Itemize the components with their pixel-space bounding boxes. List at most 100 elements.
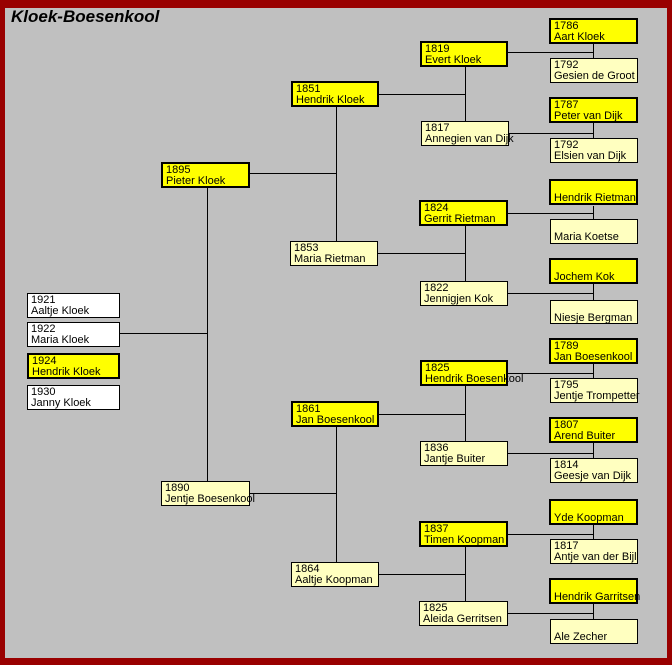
person-name: Arend Buiter: [554, 430, 616, 442]
connector-line: [379, 574, 465, 575]
person-name: Jan Boesenkool: [296, 414, 375, 426]
person-birth-year: 1895: [166, 164, 191, 176]
connector-line: [378, 253, 465, 254]
connector-line: [593, 44, 594, 58]
connector-line: [120, 333, 207, 334]
person-box-niesje-bergman[interactable]: Niesje Bergman: [550, 300, 638, 324]
person-box-ale-zecher[interactable]: Ale Zecher: [550, 619, 638, 644]
person-name: Maria Kloek: [31, 334, 90, 346]
person-name: Jentje Trompetter: [554, 390, 640, 402]
connector-line: [465, 67, 466, 121]
connector-line: [593, 443, 594, 458]
person-birth-year: 1825: [425, 362, 450, 374]
person-name: Maria Koetse: [554, 231, 619, 243]
person-name: Aleida Gerritsen: [423, 613, 502, 625]
person-name: Jochem Kok: [554, 271, 615, 283]
person-box-hendrik-rietman[interactable]: Hendrik Rietman: [549, 179, 638, 205]
person-birth-year: 1924: [32, 355, 57, 367]
connector-line: [508, 453, 593, 454]
person-birth-year: 1890: [165, 482, 190, 494]
connector-line: [593, 525, 594, 539]
person-name: Jantje Buiter: [424, 453, 486, 465]
person-birth-year: 1817: [554, 540, 579, 552]
connector-line: [508, 534, 593, 535]
person-name: Gesien de Groot: [554, 70, 635, 82]
person-name: Hendrik Boesenkool: [425, 373, 524, 385]
person-name: Annegien van Dijk: [425, 133, 514, 145]
person-name: Jentje Boesenkool: [165, 493, 255, 505]
person-birth-year: 1817: [425, 122, 450, 134]
person-name: Geesje van Dijk: [554, 470, 632, 482]
person-name: Antje van der Bijl: [554, 551, 637, 563]
connector-line: [336, 427, 337, 562]
person-birth-year: 1837: [424, 523, 449, 535]
person-name: Maria Rietman: [294, 253, 366, 265]
connector-line: [508, 373, 593, 374]
connector-line: [593, 284, 594, 300]
connector-line: [508, 293, 593, 294]
connector-line: [379, 414, 465, 415]
person-birth-year: 1824: [424, 202, 449, 214]
person-birth-year: 1814: [554, 459, 579, 471]
person-box-yde-koopman[interactable]: Yde Koopman: [549, 499, 638, 525]
person-birth-year: 1787: [554, 99, 579, 111]
person-name: Peter van Dijk: [554, 110, 623, 122]
person-box-hendrik-garritsen[interactable]: Hendrik Garritsen: [549, 578, 640, 604]
person-name: Aaltje Koopman: [295, 574, 373, 586]
connector-line: [593, 206, 594, 219]
person-name: Hendrik Kloek: [32, 366, 101, 378]
person-box-maria-koetse[interactable]: Maria Koetse: [550, 219, 638, 244]
person-name: Janny Kloek: [31, 397, 91, 409]
person-name: Aaltje Kloek: [31, 305, 90, 317]
person-box-jochem-kok[interactable]: Jochem Kok: [549, 258, 638, 284]
person-birth-year: 1792: [554, 59, 579, 71]
person-birth-year: 1786: [554, 20, 579, 32]
connector-line: [250, 173, 336, 174]
person-birth-year: 1819: [425, 43, 450, 55]
person-birth-year: 1807: [554, 419, 579, 431]
person-name: Yde Koopman: [554, 512, 624, 524]
person-birth-year: 1836: [424, 442, 449, 454]
person-birth-year: 1851: [296, 83, 321, 95]
connector-line: [336, 107, 337, 241]
connector-line: [465, 226, 466, 281]
person-name: Niesje Bergman: [554, 312, 633, 324]
person-birth-year: 1930: [31, 386, 56, 398]
person-name: Aart Kloek: [554, 31, 605, 43]
person-name: Jan Boesenkool: [554, 351, 633, 363]
person-birth-year: 1921: [31, 294, 56, 306]
connector-line: [508, 52, 593, 53]
person-name: Elsien van Dijk: [554, 150, 627, 162]
person-name: Evert Kloek: [425, 54, 482, 66]
connector-line: [508, 613, 593, 614]
person-birth-year: 1853: [294, 242, 319, 254]
